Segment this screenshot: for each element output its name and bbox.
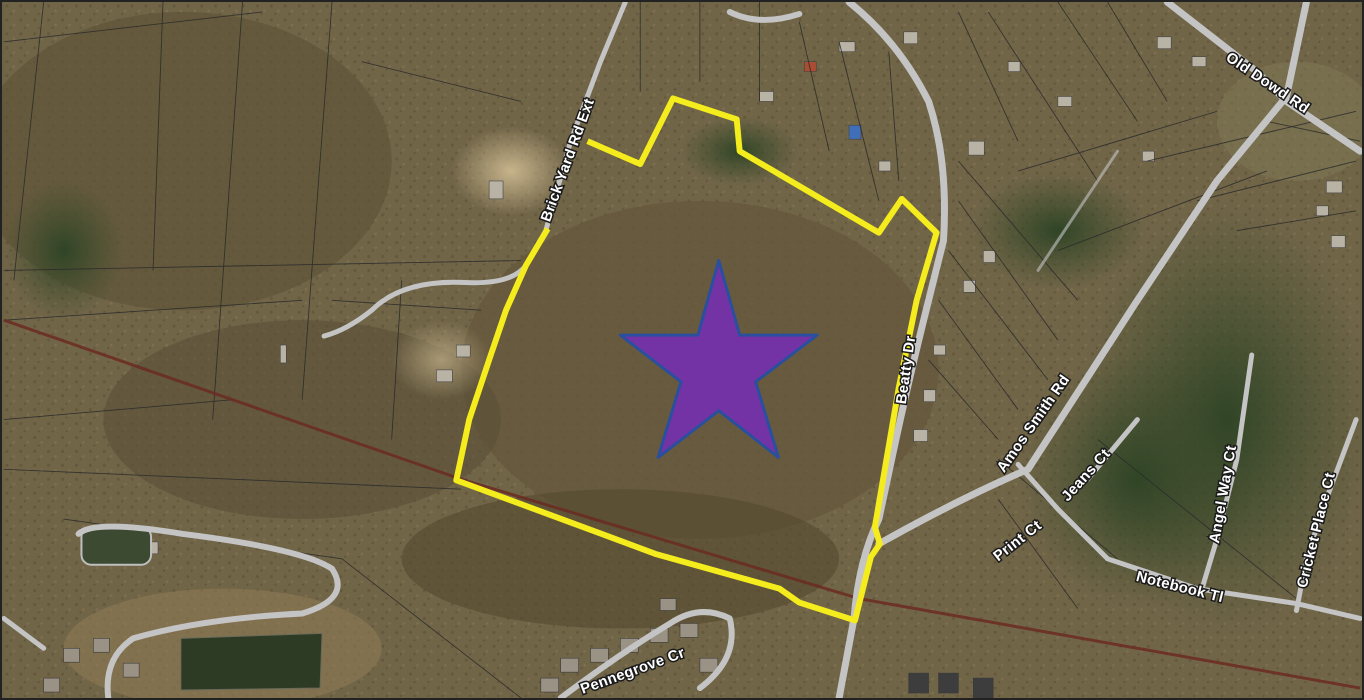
road-pennegrove-cr: [557, 609, 735, 698]
road-notebook-tl: [1105, 556, 1362, 621]
road-old-dowd-rd: [1163, 2, 1362, 155]
road-beatty-dr: [835, 2, 948, 698]
star-icon[interactable]: [618, 259, 819, 459]
railroad: [3, 318, 1361, 690]
road-jeans-ct: [1085, 417, 1140, 482]
retention-basin: [80, 525, 153, 566]
road-cricket-place-ct: [1293, 417, 1359, 613]
road-brick-yard-spur: [321, 263, 529, 339]
road-angel-way-ct: [1199, 352, 1255, 592]
project-site-boundary[interactable]: [453, 95, 940, 624]
pond: [180, 632, 323, 691]
road-amos-smith-rd: [875, 2, 1310, 548]
subdivision-houses: [43, 598, 994, 698]
road-print-ct: [1015, 461, 1111, 562]
